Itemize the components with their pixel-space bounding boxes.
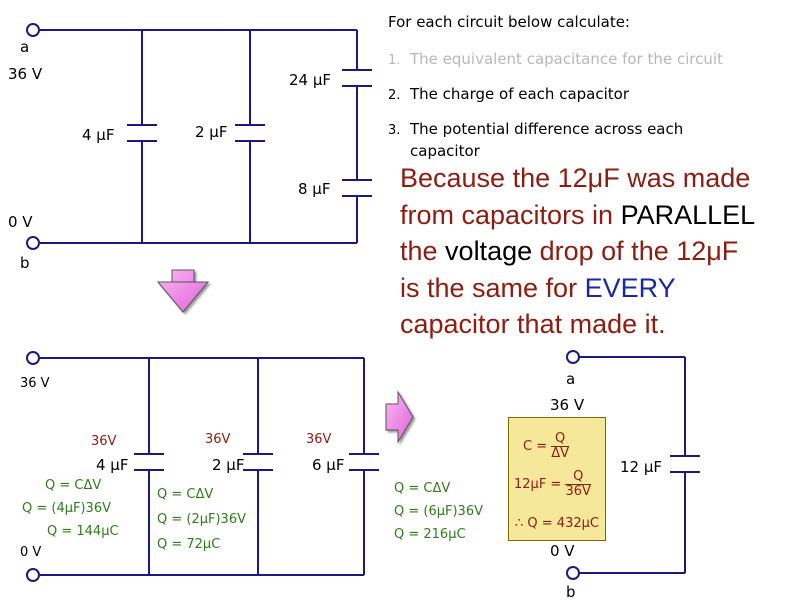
capacitor-24uf-label: 24 μF: [289, 71, 332, 89]
capacitor-4uf-label: 4 μF: [96, 456, 129, 474]
capacitor-2uf-voltage: 36V: [205, 432, 231, 447]
terminal-a: [26, 23, 40, 37]
equation-line: Q = 144μC: [47, 524, 119, 539]
capacitor-6uf-voltage: 36V: [306, 432, 332, 447]
node-a-label: a: [20, 38, 30, 56]
circuit3-wires: [574, 356, 700, 574]
terminal-top: [26, 351, 40, 365]
capacitor-2uf-label: 2 μF: [212, 456, 245, 474]
terminal-b: [566, 566, 580, 580]
terminal-bottom: [26, 568, 40, 582]
equation-line: Q = 216μC: [394, 527, 466, 542]
top-voltage-label: 36 V: [550, 396, 585, 414]
down-arrow-icon: [156, 269, 210, 313]
question-1: 1.The equivalent capacitance for the cir…: [388, 50, 723, 68]
charge-result: ∴ Q = 432μC: [515, 516, 599, 531]
bottom-voltage-label: 0 V: [20, 545, 42, 560]
capacitor-6uf-label: 6 μF: [312, 456, 345, 474]
capacitor-4uf-label: 4 μF: [82, 126, 115, 144]
bottom-voltage-label: 0 V: [550, 542, 575, 560]
equation-line: Q = CΔV: [394, 481, 451, 496]
bottom-voltage-label: 0 V: [8, 213, 33, 231]
node-b-label: b: [566, 583, 576, 601]
equation-line: Q = 72μC: [157, 537, 221, 552]
equation-line: Q = CΔV: [45, 478, 102, 493]
parallel-explanation-note: Because the 12μF was made from capacitor…: [400, 163, 756, 339]
top-voltage-label: 36 V: [20, 376, 50, 391]
capacitor-2uf-label: 2 μF: [195, 123, 228, 141]
right-arrow-icon: [385, 390, 414, 444]
capacitor-4uf-voltage: 36V: [91, 434, 117, 449]
node-a-label: a: [566, 370, 576, 388]
capacitor-8uf-label: 8 μF: [298, 180, 331, 198]
circuit1-wires: [40, 29, 372, 244]
top-voltage-label: 36 V: [8, 65, 43, 83]
instructions-heading: For each circuit below calculate:: [388, 13, 630, 31]
question-3: 3.The potential difference across each c…: [388, 120, 684, 160]
equation-line: Q = (2μF)36V: [157, 512, 246, 527]
equation-line: Q = CΔV: [157, 487, 214, 502]
capacitor-12uf-label: 12 μF: [620, 458, 663, 476]
circuit2-wires: [40, 357, 379, 576]
equation-line: Q = (4μF)36V: [22, 501, 111, 516]
terminal-a: [566, 350, 580, 364]
equation-line: Q = (6μF)36V: [394, 504, 483, 519]
node-b-label: b: [20, 254, 30, 272]
terminal-b: [26, 236, 40, 250]
question-2: 2.The charge of each capacitor: [388, 85, 629, 103]
